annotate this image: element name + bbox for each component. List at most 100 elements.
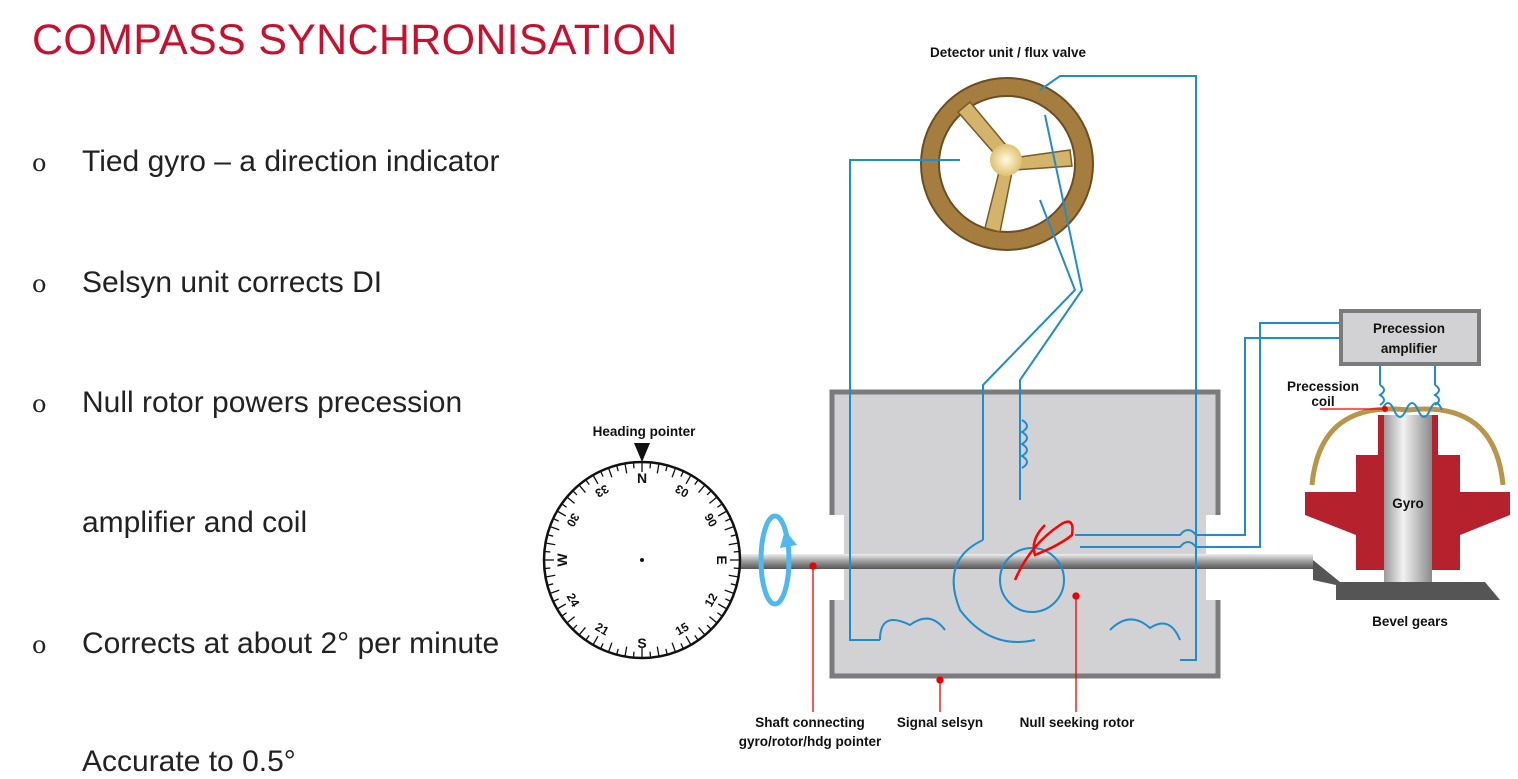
label-bevel-gears: Bevel gears — [1372, 614, 1448, 629]
compass-E: E — [714, 555, 730, 564]
precession-amplifier: Precession amplifier — [1339, 309, 1481, 366]
compass-15: 15 — [673, 619, 692, 638]
bullet-marker: o — [32, 631, 47, 659]
compass-tick — [706, 624, 712, 630]
wiring — [849, 75, 1440, 661]
label-heading-pointer: Heading pointer — [593, 424, 696, 439]
compass-tick — [656, 463, 660, 474]
compass-tick — [728, 574, 739, 578]
compass-tick — [549, 589, 560, 595]
svg-text:Precession: Precession — [1373, 321, 1445, 336]
label-signal-selsyn: Signal selsyn — [897, 715, 983, 730]
compass-30: 30 — [563, 511, 582, 530]
compass-tick — [545, 542, 556, 546]
compass-tick — [685, 635, 692, 646]
compass-tick — [547, 583, 554, 586]
compass-tick — [561, 612, 568, 617]
compass-tick — [556, 510, 567, 517]
compass-tick — [706, 490, 712, 496]
compass-tick — [733, 567, 740, 570]
compass-tick — [592, 635, 599, 646]
label-shaft-2: gyro/rotor/hdg pointer — [739, 734, 882, 749]
compass-tick — [544, 567, 551, 570]
compass-tick — [708, 616, 718, 624]
compass-tick — [724, 525, 735, 531]
compass-tick — [552, 517, 559, 522]
compass-tick — [733, 550, 740, 553]
compass-tick — [730, 534, 737, 537]
compass-tick — [694, 634, 699, 641]
compass-tick — [649, 462, 652, 469]
compass-tick — [716, 503, 723, 508]
compass-tick — [698, 484, 706, 494]
compass-tick — [680, 470, 685, 477]
label-precession-coil: Precession — [1287, 379, 1359, 394]
compass-tick — [632, 651, 635, 658]
compass-tick — [547, 534, 554, 537]
compass-tick — [578, 484, 586, 494]
compass-tick — [685, 474, 692, 485]
compass-tick — [616, 648, 619, 655]
compass-tick — [728, 542, 739, 546]
compass-N: N — [637, 470, 647, 486]
compass-tick — [671, 467, 677, 478]
compass-24: 24 — [564, 591, 583, 610]
compass-tick — [694, 479, 699, 486]
compass-tick — [607, 642, 613, 653]
compass-tick — [671, 642, 677, 653]
compass-tick — [649, 651, 652, 658]
bullet-marker: o — [32, 270, 47, 298]
label-detector-unit: Detector unit / flux valve — [930, 45, 1087, 60]
flux-valve — [920, 77, 1094, 251]
compass-tick — [716, 612, 723, 617]
gyro-label: Gyro — [1392, 496, 1424, 511]
compass-tick — [624, 463, 628, 474]
compass-tick — [724, 589, 735, 595]
compass-21: 21 — [593, 620, 612, 639]
compass-ticks — [544, 462, 740, 658]
compass-tick — [730, 583, 737, 586]
bullet-marker: o — [32, 149, 47, 177]
compass-33: 33 — [592, 482, 611, 501]
compass-tick — [717, 603, 728, 610]
compass-tick — [665, 648, 668, 655]
svg-text:amplifier: amplifier — [1381, 341, 1438, 356]
compass-tick — [566, 496, 576, 504]
compass-tick — [632, 462, 635, 469]
compass-W: W — [554, 553, 570, 567]
compass-tick — [717, 510, 728, 517]
compass-tick — [549, 525, 560, 531]
gyro: Gyro — [1305, 402, 1510, 600]
compass-tick — [592, 474, 599, 485]
compass-tick — [698, 626, 706, 636]
compass-tick — [545, 574, 556, 578]
compass-tick — [578, 626, 586, 636]
compass-tick — [607, 467, 613, 478]
compass-03: 03 — [672, 481, 691, 500]
slide-title: COMPASS SYNCHRONISATION — [32, 16, 678, 64]
compass-tick — [552, 598, 559, 603]
compass-12: 12 — [702, 590, 721, 609]
compass-tick — [561, 503, 568, 508]
compass-06: 06 — [701, 510, 720, 529]
compass-tick — [556, 603, 567, 610]
compass-tick — [585, 634, 590, 641]
compass-tick — [725, 598, 732, 603]
bevel-gears — [1313, 560, 1500, 600]
compass-tick — [572, 490, 578, 496]
hand-annotation — [1013, 520, 1074, 581]
compass-tick — [665, 465, 668, 472]
compass-tick — [572, 624, 578, 630]
label-precession-coil-2: coil — [1311, 394, 1334, 409]
label-null-seeking-rotor: Null seeking rotor — [1020, 715, 1136, 730]
compass-sync-diagram: N S E W 03 06 12 15 21 24 30 33 Precessi… — [542, 45, 1510, 749]
compass-tick — [599, 470, 604, 477]
bullet-marker: o — [32, 390, 47, 418]
compass-tick — [624, 646, 628, 657]
compass-tick — [680, 643, 685, 650]
compass-tick — [599, 643, 604, 650]
compass-tick — [566, 616, 576, 624]
compass-card: N S E W 03 06 12 15 21 24 30 33 — [542, 443, 742, 660]
compass-tick — [544, 550, 551, 553]
compass-tick — [585, 479, 590, 486]
